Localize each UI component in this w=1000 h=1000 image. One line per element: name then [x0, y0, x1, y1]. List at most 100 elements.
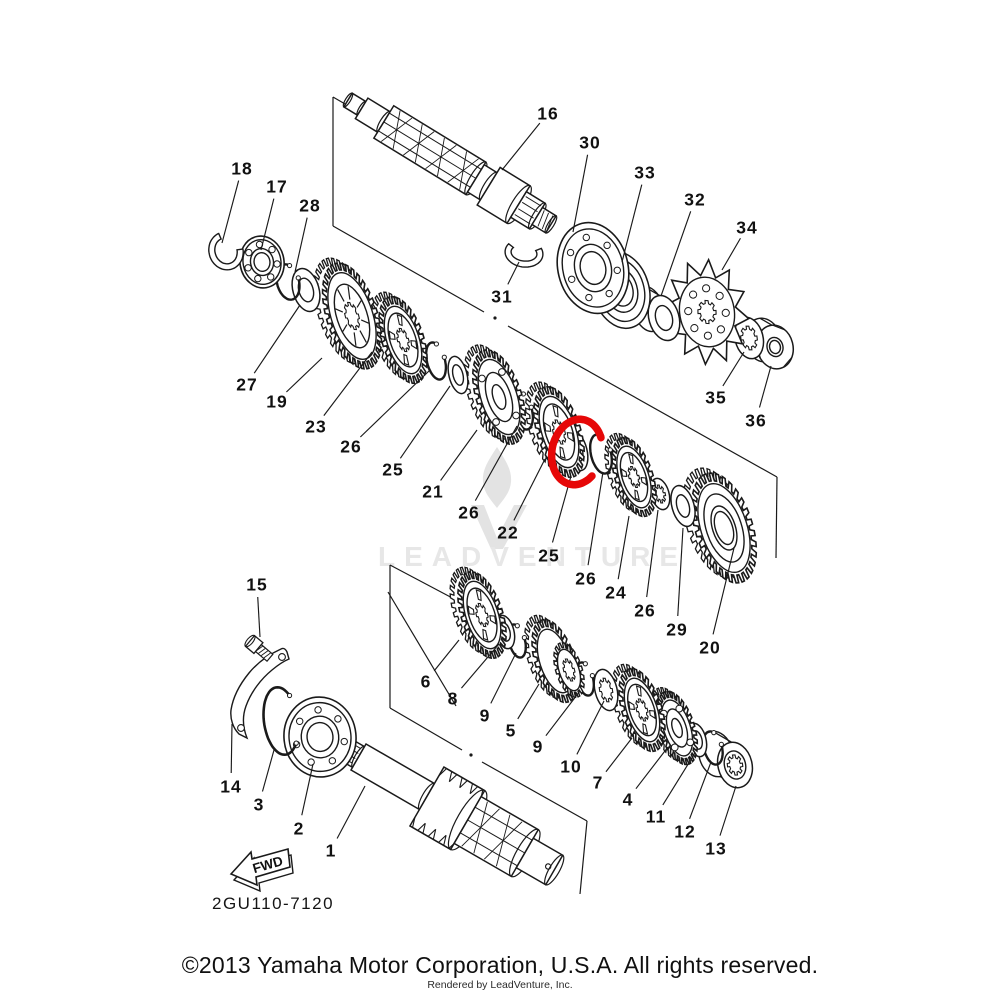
watermark-text: LEADVENTURE: [378, 541, 687, 572]
leader-lines: [221, 122, 772, 839]
leader-line-18: [221, 180, 240, 244]
part-24: [604, 432, 657, 518]
leader-line-20: [712, 547, 735, 635]
leader-line-23: [323, 351, 373, 416]
leader-line-35: [722, 351, 745, 387]
part-13: [697, 730, 754, 789]
callout-16: 16: [537, 104, 558, 124]
callout-9: 9: [480, 706, 491, 726]
callout-7: 7: [593, 773, 604, 793]
leader-line-28: [294, 217, 308, 273]
part-3: [262, 685, 299, 757]
fwd-arrow-icon: [229, 847, 291, 887]
callout-11: 11: [646, 807, 667, 827]
leader-line-14: [230, 723, 233, 774]
part-30: [556, 221, 630, 315]
callout-32: 32: [684, 190, 705, 210]
leader-line-8: [460, 643, 500, 689]
part-26a: [424, 341, 448, 381]
leader-line-32: [660, 211, 692, 297]
leader-line-19: [286, 357, 323, 393]
leader-line-26: [359, 369, 431, 438]
leader-line-36: [758, 365, 772, 408]
leader-line-16: [501, 122, 541, 171]
leader-line-11: [662, 752, 696, 806]
watermark-flame-icon: [482, 447, 512, 508]
callout-26: 26: [634, 601, 655, 621]
part-15: [244, 634, 274, 663]
callout-21: 21: [422, 482, 443, 502]
part-18: [208, 232, 244, 271]
leader-line-1: [336, 785, 366, 839]
part-16: [342, 92, 558, 234]
callout-6: 6: [421, 672, 432, 692]
part-23: [370, 291, 428, 385]
leader-line-24: [617, 515, 630, 580]
part-5: [523, 614, 585, 704]
fwd-arrow: FWD: [229, 847, 294, 893]
callout-3: 3: [254, 795, 265, 815]
leader-line-26: [587, 471, 604, 566]
callout-24: 24: [605, 583, 626, 603]
watermark: LEADVENTURE: [378, 447, 687, 572]
callout-12: 12: [674, 822, 695, 842]
construction-lines: [332, 96, 778, 895]
leader-line-2: [301, 763, 314, 816]
leader-line-17: [260, 198, 275, 251]
leader-line-21: [440, 429, 478, 481]
leader-line-9: [490, 652, 517, 704]
part-2: [283, 696, 357, 778]
callout-27: 27: [236, 375, 257, 395]
callout-labels: 1817281630333234313536271923262521262225…: [220, 104, 765, 861]
callout-26: 26: [458, 503, 479, 523]
leader-line-10: [576, 700, 605, 755]
callout-25: 25: [382, 460, 403, 480]
callout-1: 1: [326, 841, 337, 861]
callout-8: 8: [448, 689, 459, 709]
leader-line-5: [517, 683, 540, 720]
callout-14: 14: [220, 777, 241, 797]
part-31: [504, 242, 544, 268]
leader-line-3: [261, 749, 275, 792]
callout-5: 5: [506, 721, 517, 741]
part-14: [230, 647, 290, 740]
copyright-text: ©2013 Yamaha Motor Corporation, U.S.A. A…: [181, 952, 819, 978]
part-35: [733, 316, 765, 360]
callout-33: 33: [634, 163, 655, 183]
leader-line-22: [513, 458, 546, 521]
watermark-v-icon: [471, 505, 527, 549]
part-25a: [447, 355, 469, 395]
leader-line-26: [646, 509, 659, 598]
part-10: [593, 668, 619, 712]
diagram-code: 2GU110-7120: [212, 894, 334, 913]
part-19: [313, 257, 383, 370]
leader-line-34: [721, 237, 741, 271]
leader-line-26: [474, 425, 518, 501]
callout-26: 26: [575, 569, 596, 589]
callout-31: 31: [491, 287, 512, 307]
red-highlight-circle: [547, 415, 605, 489]
callout-9: 9: [533, 737, 544, 757]
callout-10: 10: [560, 757, 581, 777]
callout-18: 18: [231, 159, 252, 179]
callout-23: 23: [305, 417, 326, 437]
leader-line-25: [399, 385, 451, 459]
callout-13: 13: [705, 839, 726, 859]
callout-17: 17: [266, 177, 287, 197]
leader-line-29: [677, 527, 684, 617]
callout-20: 20: [699, 638, 720, 658]
callout-25: 25: [538, 546, 559, 566]
callout-28: 28: [299, 196, 320, 216]
callout-34: 34: [736, 218, 757, 238]
leader-line-27: [253, 304, 301, 374]
part-12: [702, 730, 724, 766]
callout-2: 2: [294, 819, 305, 839]
leader-line-15: [257, 596, 261, 638]
leader-line-12: [689, 761, 712, 820]
leader-line-7: [605, 737, 633, 773]
part-21: [463, 344, 527, 446]
part-7: [610, 663, 666, 753]
leader-line-9: [545, 690, 581, 737]
